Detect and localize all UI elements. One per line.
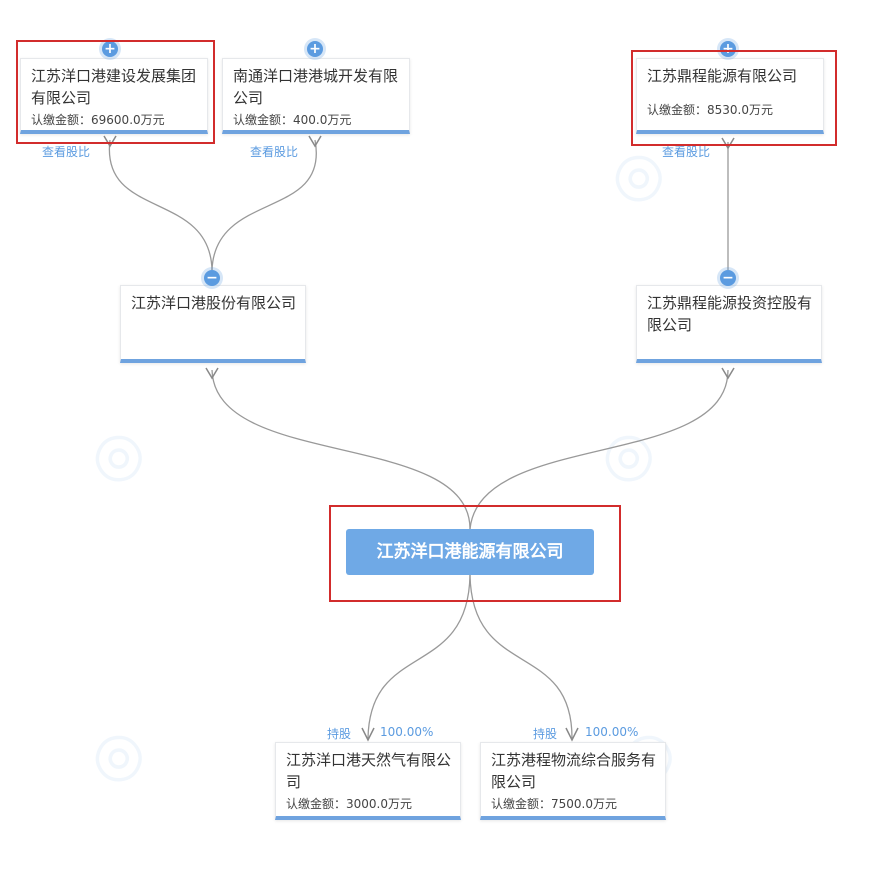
holding-percent: 100.00% xyxy=(585,725,639,739)
subscribed-amount: 认缴金额：69600.0万元 xyxy=(31,113,165,127)
edge-line xyxy=(469,369,729,530)
arrow-head-icon xyxy=(103,135,117,148)
edge-line xyxy=(108,139,213,271)
subsidiary-name: 江苏港程物流综合服务有限公司 xyxy=(491,751,657,791)
highlight-box xyxy=(631,50,837,146)
shareholder-name: 江苏洋口港股份有限公司 xyxy=(131,294,297,312)
highlight-box xyxy=(329,505,621,602)
view-share-ratio-link[interactable]: 查看股比 xyxy=(662,145,711,159)
arrow-head-icon xyxy=(361,727,375,742)
shareholder-node-3[interactable]: 江苏鼎程能源有限公司 认缴金额：8530.0万元 xyxy=(636,58,824,134)
subscribed-amount: 认缴金额：3000.0万元 xyxy=(286,797,413,811)
arrow-head-icon xyxy=(205,367,219,380)
arrow-head-icon xyxy=(308,135,322,148)
collapse-icon[interactable]: − xyxy=(204,270,220,286)
view-share-ratio-link[interactable]: 查看股比 xyxy=(42,145,91,159)
subsidiary-name: 江苏洋口港天然气有限公司 xyxy=(286,751,452,791)
subsidiary-node-2[interactable]: 江苏港程物流综合服务有限公司 认缴金额：7500.0万元 xyxy=(480,742,666,820)
arrow-head-icon xyxy=(721,137,735,150)
collapse-icon[interactable]: − xyxy=(720,270,736,286)
shareholder-node-5[interactable]: 江苏鼎程能源投资控股有限公司 xyxy=(636,285,822,363)
expand-icon[interactable]: + xyxy=(720,41,736,57)
holding-label: 持股 xyxy=(533,727,558,741)
edge-line xyxy=(367,574,471,739)
shareholder-node-4[interactable]: 江苏洋口港股份有限公司 xyxy=(120,285,306,363)
subsidiary-node-1[interactable]: 江苏洋口港天然气有限公司 认缴金额：3000.0万元 xyxy=(275,742,461,820)
shareholder-name: 江苏鼎程能源有限公司 xyxy=(647,67,798,85)
edge-line xyxy=(211,139,317,271)
highlight-box xyxy=(16,40,215,144)
arrow-head-icon xyxy=(565,727,579,742)
shareholder-node-1[interactable]: 江苏洋口港建设发展集团有限公司 认缴金额：69600.0万元 xyxy=(20,58,208,134)
center-company[interactable]: 江苏洋口港能源有限公司 xyxy=(346,529,594,575)
shareholder-name: 江苏洋口港建设发展集团有限公司 xyxy=(31,67,197,107)
edge-line xyxy=(211,369,471,530)
holding-percent: 100.00% xyxy=(380,725,434,739)
arrow-head-icon xyxy=(721,367,735,380)
subscribed-amount: 认缴金额：8530.0万元 xyxy=(647,103,774,117)
subscribed-amount: 认缴金额：7500.0万元 xyxy=(491,797,618,811)
shareholder-name: 江苏鼎程能源投资控股有限公司 xyxy=(647,294,813,334)
view-share-ratio-link[interactable]: 查看股比 xyxy=(250,145,299,159)
subscribed-amount: 认缴金额：400.0万元 xyxy=(233,113,352,127)
shareholder-node-2[interactable]: 南通洋口港港城开发有限公司 认缴金额：400.0万元 xyxy=(222,58,410,134)
edge-line xyxy=(469,574,573,739)
expand-icon[interactable]: + xyxy=(307,41,323,57)
shareholder-name: 南通洋口港港城开发有限公司 xyxy=(233,67,399,107)
holding-label: 持股 xyxy=(327,727,352,741)
expand-icon[interactable]: + xyxy=(102,41,118,57)
